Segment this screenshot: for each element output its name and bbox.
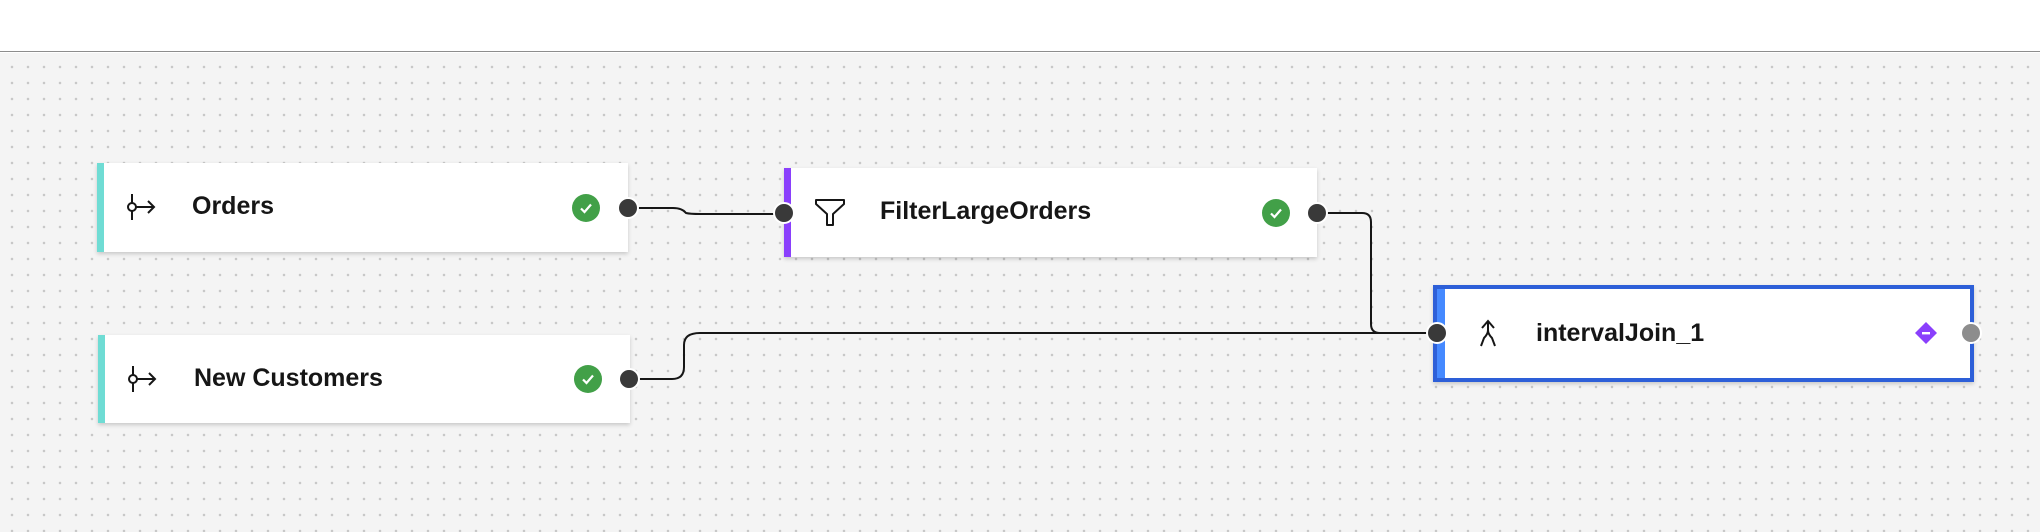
- output-port-unconnected[interactable]: [1960, 322, 1982, 344]
- top-toolbar: [0, 0, 2040, 52]
- warning-diamond-icon: [1915, 322, 1937, 344]
- merge-arrows-icon: [1471, 316, 1505, 350]
- output-port[interactable]: [618, 368, 640, 390]
- status-ok-badge: [574, 365, 602, 393]
- input-port[interactable]: [1426, 322, 1448, 344]
- source-branch-arrow-icon: [124, 362, 158, 396]
- node-accent-bar: [97, 163, 104, 252]
- filter-funnel-icon: [813, 195, 847, 229]
- output-port[interactable]: [1306, 202, 1328, 224]
- checkmark-icon: [1270, 208, 1282, 219]
- status-ok-badge: [572, 194, 600, 222]
- node-filter-large-orders[interactable]: FilterLargeOrders: [784, 168, 1317, 257]
- output-port[interactable]: [617, 197, 639, 219]
- source-branch-arrow-icon: [123, 190, 157, 224]
- node-label: Orders: [192, 192, 274, 220]
- input-port[interactable]: [773, 202, 795, 224]
- checkmark-icon: [580, 203, 592, 214]
- node-orders[interactable]: Orders: [97, 163, 628, 252]
- status-ok-badge: [1262, 199, 1290, 227]
- node-accent-bar: [98, 335, 105, 423]
- node-interval-join[interactable]: intervalJoin_1: [1433, 285, 1974, 382]
- node-label: FilterLargeOrders: [880, 197, 1092, 225]
- checkmark-icon: [582, 374, 594, 385]
- node-label: New Customers: [194, 364, 383, 392]
- node-new-customers[interactable]: New Customers: [98, 335, 630, 423]
- node-label: intervalJoin_1: [1536, 319, 1705, 347]
